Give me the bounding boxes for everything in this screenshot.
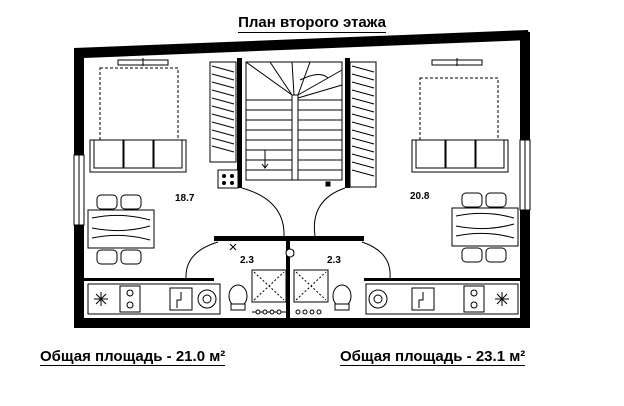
cooktop-small [217, 169, 239, 189]
top-window-right [431, 58, 483, 66]
kitchen-right [365, 283, 519, 315]
total-area-left: Общая площадь - 21.0 м² [40, 348, 226, 366]
top-window-left [117, 58, 169, 66]
table-left [87, 194, 155, 265]
wardrobe-right [349, 61, 377, 188]
door-swings [185, 187, 391, 279]
table-right [451, 192, 519, 263]
bed-right [411, 77, 509, 173]
bed-left [89, 67, 187, 173]
right-window [519, 139, 531, 211]
bathroom-right [285, 248, 352, 315]
wardrobe-left [209, 61, 237, 163]
room-area-bedroom-left: 18.7 [175, 193, 195, 204]
left-window [73, 154, 85, 226]
total-area-right: Общая площадь - 23.1 м² [340, 348, 526, 366]
plan-title: План второго этажа [0, 14, 624, 33]
room-area-bedroom-right: 20.8 [410, 191, 430, 202]
staircase [245, 61, 343, 187]
interior-walls [84, 58, 520, 318]
kitchen-left [87, 283, 221, 315]
plan-title-text: План второго этажа [238, 14, 386, 33]
room-area-bath-right: 2.3 [327, 255, 341, 266]
bathroom-left [228, 269, 287, 315]
room-area-bath-left: 2.3 [240, 255, 254, 266]
